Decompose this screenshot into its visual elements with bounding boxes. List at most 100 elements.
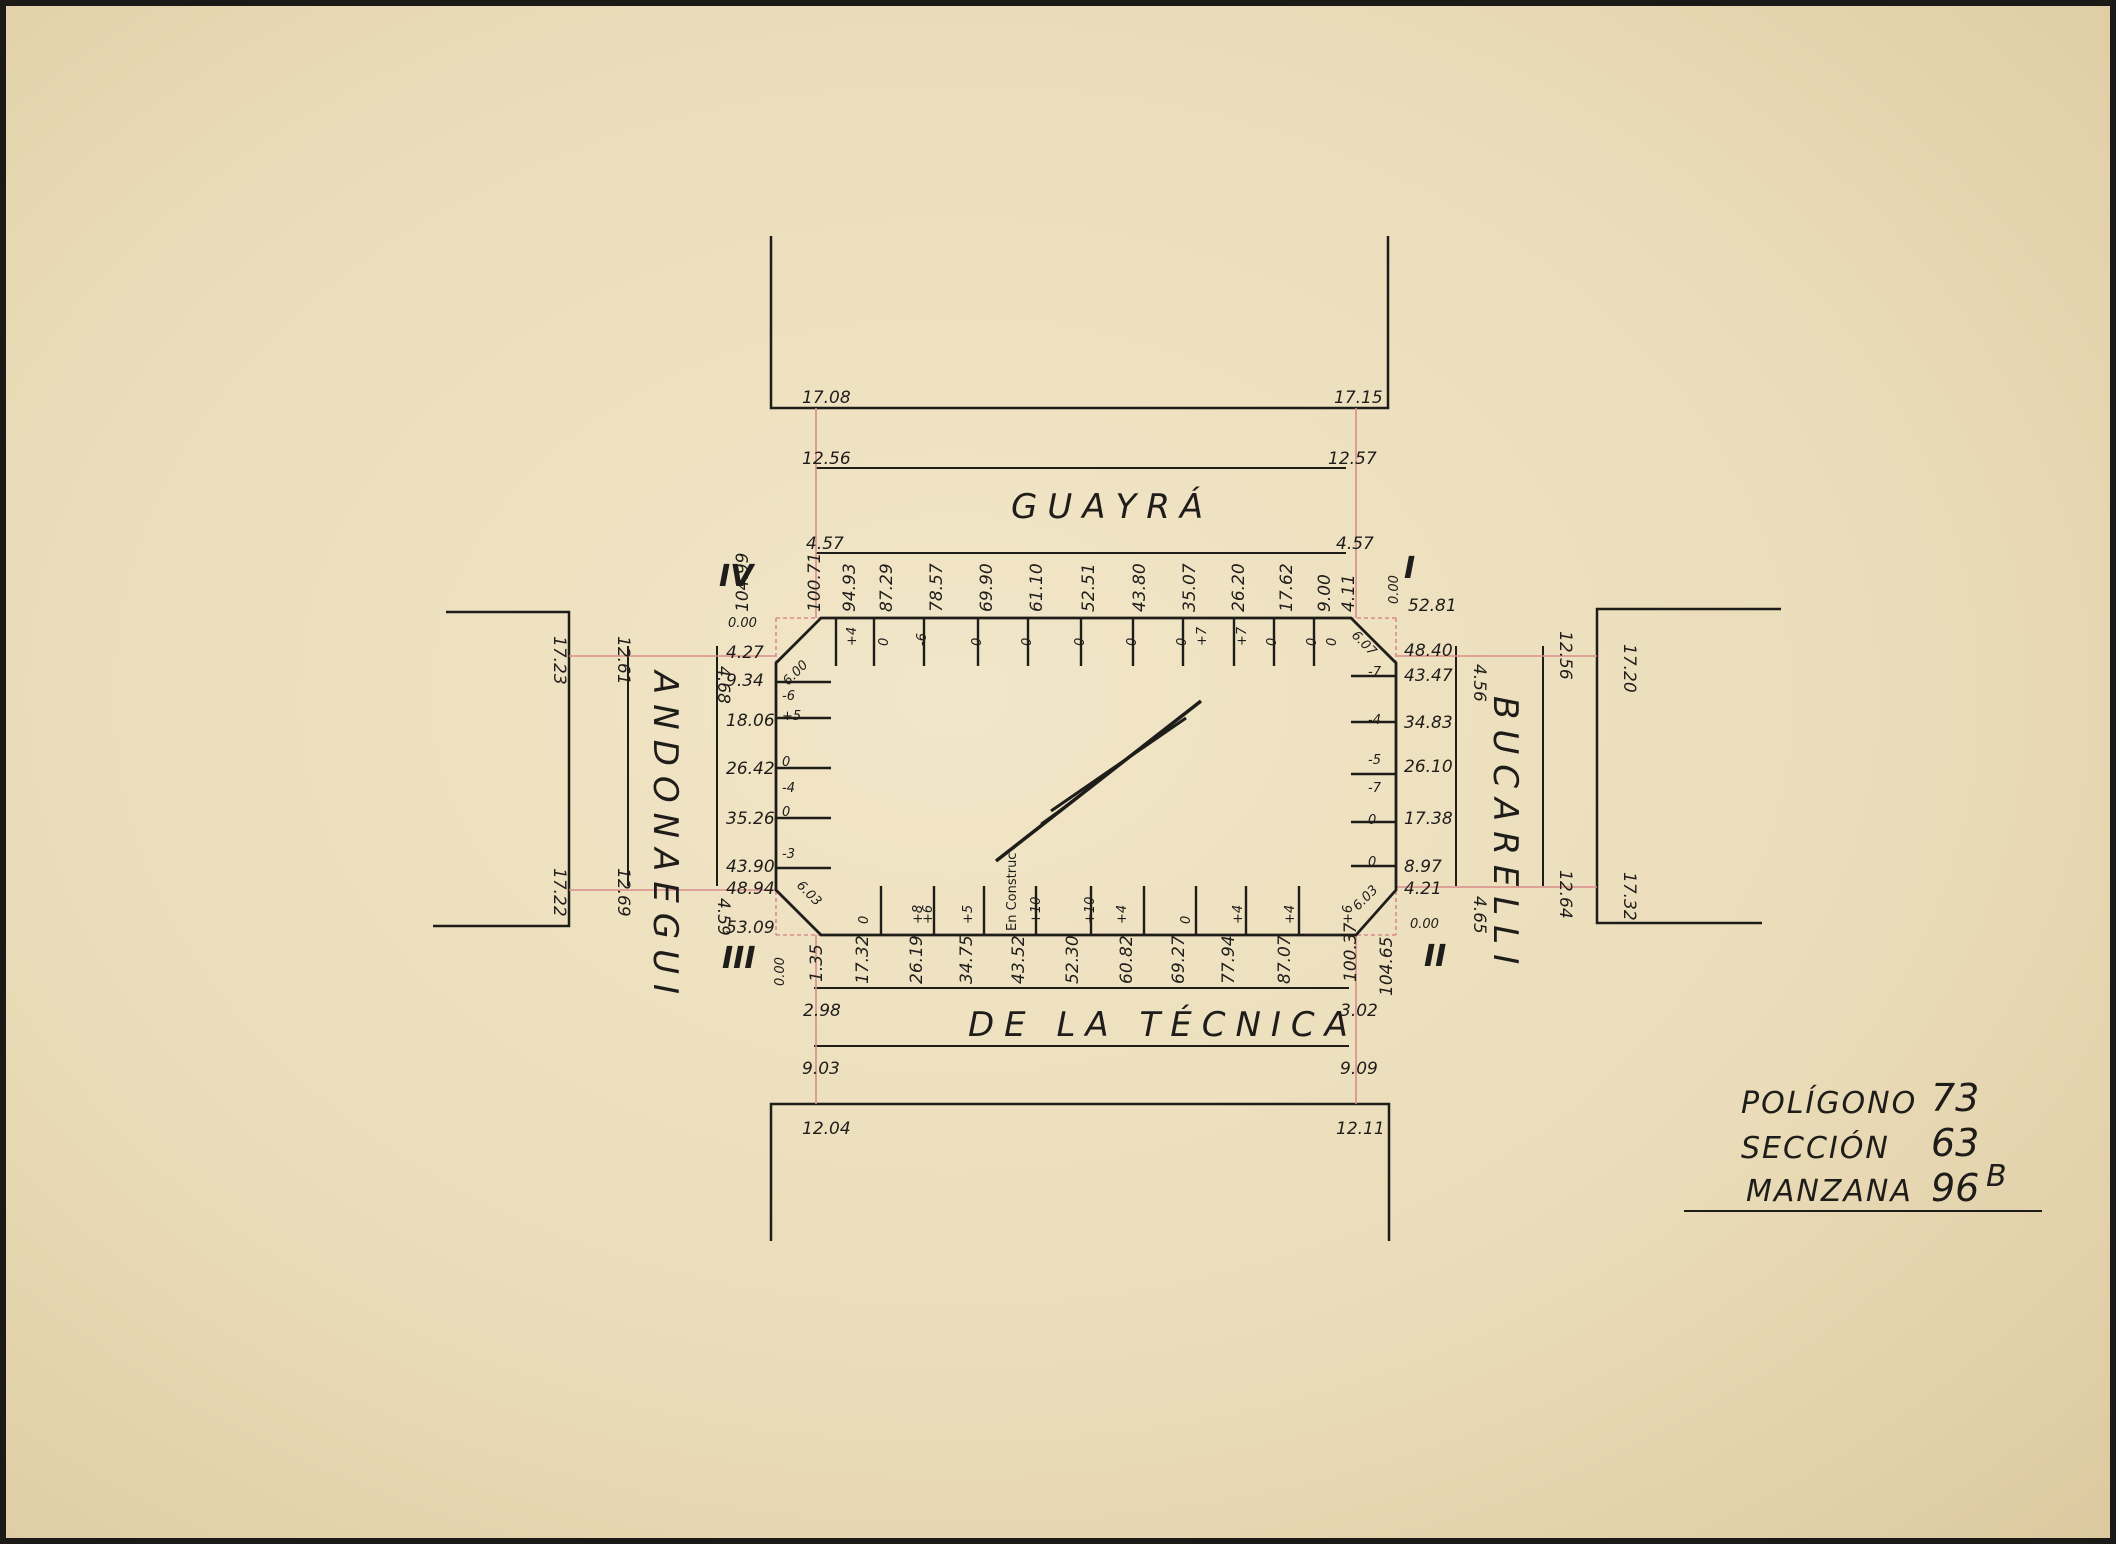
east-lot-mark: -7 (1368, 665, 1382, 680)
east-frontage-value: 4.21 (1404, 879, 1442, 899)
west-frontage-value: 4.27 (726, 643, 764, 663)
south-frontage-value: 43.52 (1009, 935, 1029, 984)
west-lot-mark: -3 (782, 847, 795, 862)
corner-label-sw: III (722, 941, 756, 976)
north-corner-value-3: 52.81 (1408, 596, 1457, 616)
plan-sheet: En Construc GUAYRÁ DE LA TÉCNICA ANDONAE… (6, 6, 2110, 1538)
street-name-east: BUCARELLI (1485, 696, 1525, 974)
north-right-width-3: 4.57 (1336, 534, 1374, 554)
west-lot-mark: +5 (782, 709, 801, 724)
south-frontage-value: 52.30 (1063, 935, 1083, 984)
street-name-north: GUAYRÁ (1011, 486, 1213, 527)
south-corner-value-3: 104.65 (1377, 937, 1397, 996)
west-chamfer-bottom: 6.03 (793, 878, 824, 909)
seccion-value: 63 (1931, 1121, 1979, 1165)
north-frontage-value: 43.80 (1130, 563, 1150, 612)
south-right-width-3: 9.09 (1340, 1059, 1378, 1079)
south-corner-value-1: 0.00 (1410, 917, 1439, 932)
east-top-width-2: 12.56 (1555, 631, 1575, 680)
south-frontage-value: 77.94 (1219, 935, 1239, 984)
north-corner-value-4: 0.00 (1387, 575, 1402, 604)
south-left-width-3: 9.03 (802, 1059, 840, 1079)
south-frontage-value: 34.75 (957, 935, 977, 984)
west-chamfer-top: 6.00 (780, 658, 811, 689)
west-lot-mark: 0 (782, 755, 790, 770)
east-frontage-value: 48.40 (1404, 641, 1453, 661)
north-frontage-value: 61.10 (1027, 563, 1047, 612)
south-left-width-4: 12.04 (802, 1119, 851, 1139)
west-frontage-value: 53.09 (726, 918, 775, 938)
east-frontage-value: 43.47 (1404, 666, 1453, 686)
south-lot-mark: +4 (1115, 905, 1130, 924)
north-lot-mark: 0 (1175, 638, 1190, 646)
manzana-label: MANZANA (1746, 1174, 1913, 1209)
south-right-width-1: 100.37 (1341, 922, 1361, 982)
north-lot-mark: 0 (1265, 638, 1280, 646)
north-right-width-1: 17.15 (1334, 388, 1383, 408)
east-lot-mark: 0 (1368, 813, 1376, 828)
east-lot-mark: -7 (1368, 781, 1382, 796)
north-lot-mark: 0 (1325, 638, 1340, 646)
south-lot-mark: +6 (921, 905, 936, 924)
west-lot-mark: 0 (782, 805, 790, 820)
west-frontage-value: 48.94 (726, 879, 775, 899)
block-plan-diagram: En Construc GUAYRÁ DE LA TÉCNICA ANDONAE… (433, 236, 2042, 1241)
south-lot-mark: +5 (961, 905, 976, 924)
east-lot-marks: -7 -4 -5 -7 0 0 (1368, 665, 1382, 870)
south-lot-mark: +4 (1283, 905, 1298, 924)
west-frontage-value: 43.90 (726, 857, 775, 877)
south-frontage-value: 69.27 (1169, 935, 1189, 984)
south-lot-mark: 0 (857, 916, 872, 924)
west-lot-mark: -4 (782, 781, 795, 796)
east-frontage-value: 34.83 (1404, 713, 1453, 733)
east-lot-mark: 0 (1368, 855, 1376, 870)
south-lot-mark: +8 (911, 905, 926, 924)
north-lot-mark: 0 (1073, 638, 1088, 646)
west-lot-marks: -6+50-40-3 (782, 689, 801, 862)
corner-label-ne: I (1404, 551, 1415, 586)
south-left-width-2: 2.98 (803, 1001, 841, 1021)
north-lot-mark: 0 (970, 638, 985, 646)
south-frontage-value: 17.32 (853, 935, 873, 984)
west-top-width-3: 17.23 (549, 636, 569, 685)
north-frontage-value: 26.20 (1229, 563, 1249, 612)
east-lot-mark: -4 (1368, 713, 1381, 728)
west-frontage-value: 35.26 (726, 809, 775, 829)
east-lot-mark: -5 (1368, 753, 1381, 768)
seccion-label: SECCIÓN (1741, 1129, 1890, 1166)
east-frontage-value: 17.38 (1404, 809, 1453, 829)
west-bottom-width-2: 12.69 (613, 868, 633, 917)
cadastral-metadata: POLÍGONO 73 SECCIÓN 63 MANZANA 96 B (1684, 1076, 2042, 1212)
poligono-label: POLÍGONO (1741, 1085, 1917, 1121)
corner-label-se: II (1424, 939, 1446, 974)
construction-marks (994, 699, 1203, 863)
north-lot-mark: 0 (877, 638, 892, 646)
east-top-width-3: 17.20 (1619, 644, 1639, 693)
south-lot-mark: +4 (1231, 905, 1246, 924)
north-left-width-2: 12.56 (802, 449, 851, 469)
south-lot-mark: +10 (1083, 897, 1098, 924)
construction-note: En Construc (1005, 853, 1020, 931)
south-lot-mark: +6 (1341, 905, 1356, 924)
north-frontage-value: 17.62 (1277, 563, 1297, 612)
north-frontage-value: 52.51 (1079, 563, 1099, 612)
corner-label-nw: IV (719, 559, 756, 594)
north-lot-mark: +4 (845, 627, 860, 646)
south-right-width-2: 3.02 (1340, 1001, 1378, 1021)
north-frontage-value: 69.90 (977, 563, 997, 612)
north-frontage-value: 78.57 (927, 563, 947, 612)
north-left-width-1: 17.08 (802, 388, 851, 408)
north-corner-value-2: 0.00 (728, 616, 757, 631)
north-lot-mark: +7 (1235, 626, 1250, 646)
east-chamfer-top: 6.07 (1348, 628, 1380, 660)
south-frontage-value: 60.82 (1117, 935, 1137, 984)
north-frontage-value: 100.71 (805, 553, 825, 612)
west-frontage-value: 18.06 (726, 711, 775, 731)
east-bottom-width-1: 4.65 (1469, 896, 1489, 934)
north-left-width-3: 4.57 (806, 534, 844, 554)
